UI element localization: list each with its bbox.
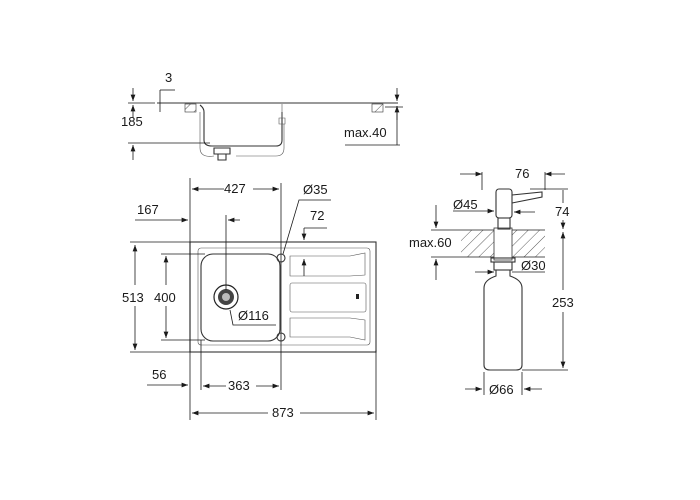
spout-reach-label: 76 xyxy=(515,166,529,181)
total-depth-label: 513 xyxy=(122,290,144,305)
bowl-width-label: 363 xyxy=(228,378,250,393)
lip-thickness-label: 3 xyxy=(165,70,172,85)
bottle-diameter-label: Ø66 xyxy=(489,382,514,397)
bowl-offset-width-label: 427 xyxy=(224,181,246,196)
soap-dispenser-view: 76 Ø45 74 max.60 Ø30 253 Ø66 xyxy=(409,166,574,397)
groove-offset-label: 72 xyxy=(310,208,324,223)
drain-offset-label: 167 xyxy=(137,202,159,217)
faucet-hole-label: Ø35 xyxy=(303,182,328,197)
head-height-label: 74 xyxy=(555,204,569,219)
max-counter-label: max.40 xyxy=(344,125,387,140)
head-diameter-label: Ø45 xyxy=(453,197,478,212)
total-length-label: 253 xyxy=(552,295,574,310)
drain-diameter-label: Ø116 xyxy=(238,308,269,323)
bowl-edge-offset-label: 56 xyxy=(152,367,166,382)
total-width-label: 873 xyxy=(272,405,294,420)
max-counter-label: max.60 xyxy=(409,235,452,250)
top-view: 427 Ø35 167 72 513 400 Ø116 56 363 873 xyxy=(122,178,377,420)
bowl-depth-label: 400 xyxy=(154,290,176,305)
depth-label: 185 xyxy=(121,114,143,129)
side-view: 3 185 max.40 xyxy=(121,70,403,161)
shank-diameter-label: Ø30 xyxy=(521,258,546,273)
